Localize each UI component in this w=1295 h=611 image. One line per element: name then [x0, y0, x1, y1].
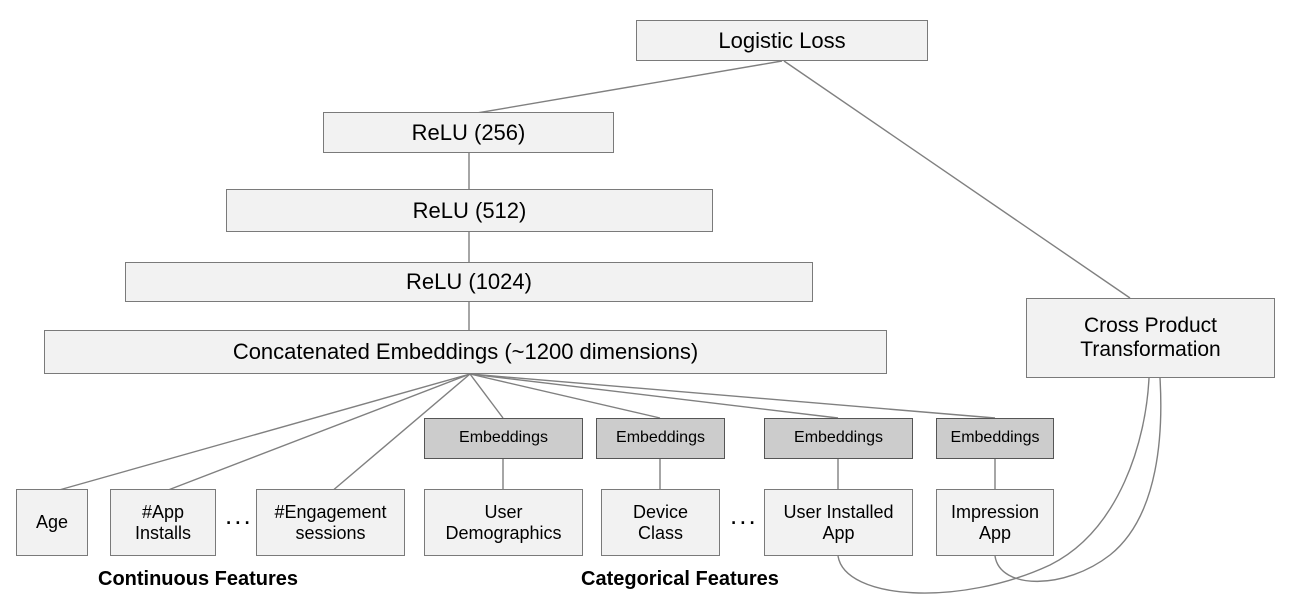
node-embeddings-user-installed-app[interactable]: Embeddings: [764, 418, 913, 459]
node-relu-1024[interactable]: ReLU (1024): [125, 262, 813, 302]
node-feature-impression-app[interactable]: Impression App: [936, 489, 1054, 556]
edge-logistic-loss-to-cross-product: [783, 60, 1131, 299]
edge-concat-to-embeddings-3: [469, 373, 839, 419]
node-logistic-loss[interactable]: Logistic Loss: [636, 20, 928, 61]
node-embeddings-user-demographics[interactable]: Embeddings: [424, 418, 583, 459]
edge-concat-to-app-installs: [162, 373, 471, 493]
edge-concat-to-engagement-sessions: [330, 373, 471, 493]
node-feature-age[interactable]: Age: [16, 489, 88, 556]
node-cross-product-transformation[interactable]: Cross Product Transformation: [1026, 298, 1275, 378]
ellipsis-continuous-features: ...: [225, 500, 253, 530]
edge-logistic-loss-to-relu256: [476, 60, 783, 114]
node-concatenated-embeddings[interactable]: Concatenated Embeddings (~1200 dimension…: [44, 330, 887, 374]
node-feature-app-installs[interactable]: #App Installs: [110, 489, 216, 556]
node-feature-engagement-sessions[interactable]: #Engagement sessions: [256, 489, 405, 556]
node-embeddings-device-class[interactable]: Embeddings: [596, 418, 725, 459]
node-feature-user-demographics[interactable]: User Demographics: [424, 489, 583, 556]
ellipsis-categorical-features: ...: [730, 500, 758, 530]
edge-concat-to-embeddings-4: [469, 373, 996, 419]
edge-concat-to-embeddings-2: [469, 373, 661, 419]
node-embeddings-impression-app[interactable]: Embeddings: [936, 418, 1054, 459]
node-feature-device-class[interactable]: Device Class: [601, 489, 720, 556]
node-feature-user-installed-app[interactable]: User Installed App: [764, 489, 913, 556]
edge-concat-to-embeddings-1: [469, 373, 504, 419]
edge-user-installed-app-to-cross-product: [837, 377, 1150, 594]
node-relu-512[interactable]: ReLU (512): [226, 189, 713, 232]
label-categorical-features: Categorical Features: [581, 568, 779, 590]
node-relu-256[interactable]: ReLU (256): [323, 112, 614, 153]
label-continuous-features: Continuous Features: [98, 568, 299, 590]
edge-concat-to-age: [51, 373, 471, 493]
edge-impression-app-to-cross-product: [994, 377, 1162, 582]
